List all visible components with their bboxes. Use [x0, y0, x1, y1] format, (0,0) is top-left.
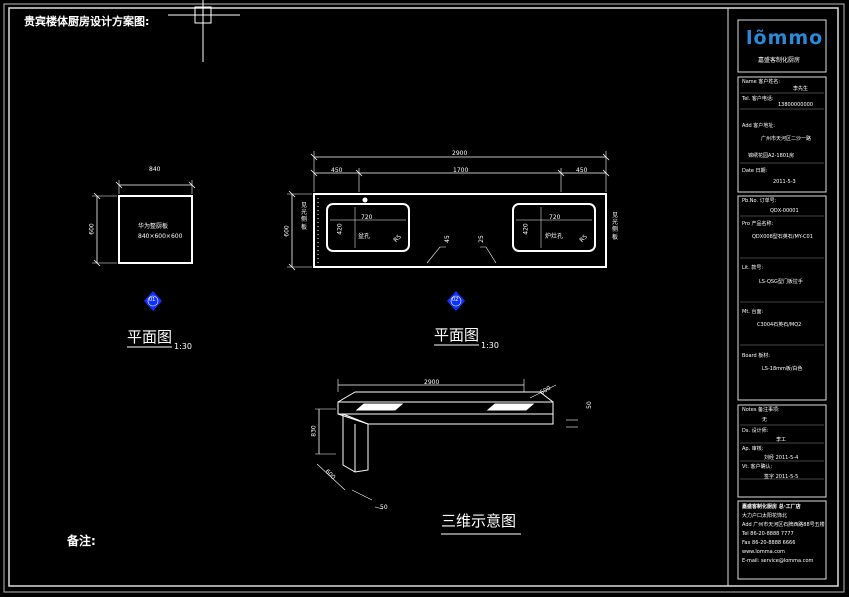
sink-left-width: 720 [361, 214, 373, 221]
tb-countertop-label: Mt. 台面: [742, 309, 764, 315]
plan-left-scale: 1:30 [174, 342, 192, 351]
tb-date-label: Date 日期: [742, 168, 768, 174]
crosshair-cursor [168, 0, 240, 62]
tb-address-value-2: 锦绣花园A2-1801房 [748, 153, 795, 159]
plan-right-dim-total: 2900 [452, 150, 468, 157]
plan-right-dim-b: 1700 [453, 167, 469, 174]
drawing-title: 贵宾楼体厨房设计方案图: [24, 15, 150, 28]
plan-right-scale: 1:30 [481, 341, 499, 350]
plan-left-inner-text-2: 840×600×600 [138, 233, 183, 240]
tb-customer-value: 李先生 [793, 86, 809, 92]
tb-footer-5: Fax 86-20-8888 6666 [742, 540, 796, 546]
tb-confirm-label: Vt. 客户确认: [742, 464, 773, 470]
tb-footer-3: Add 广州市天河区石牌西路88号五楼 [742, 522, 825, 528]
tb-footer-4: Tel 86-20-8888 7777 [742, 531, 794, 537]
plan-left-inner-text-1: 华为整厨板 [138, 223, 169, 230]
marker-left-number: 01 [149, 297, 156, 303]
view3d-label: 三维示意图 [441, 512, 517, 530]
plan-right-dim-side: 600 [283, 225, 291, 237]
view3d-dim-side: 830 [310, 425, 318, 437]
tb-footer-6: www.lomma.com [742, 549, 785, 555]
view3d-dim-bot: 50 [380, 504, 388, 511]
tb-tel-label: Tel. 客户电话: [742, 96, 774, 102]
plan-right-side-text-right: 见光侧板 [612, 212, 619, 241]
company-name: 嘉盛客制化厨房 [758, 57, 801, 64]
tb-style-value: LS-QSG型门板拉手 [759, 279, 803, 285]
plan-right-side-text-left: 见光侧板 [301, 202, 308, 231]
tb-confirm-value: 签字 2011-5-5 [764, 474, 799, 480]
marker-left [144, 291, 162, 311]
plan-left-label: 平面图 [127, 328, 173, 346]
plan-right-label: 平面图 [434, 326, 480, 344]
plan-right-drawing [287, 151, 610, 346]
remark-label: 备注: [67, 534, 96, 548]
tb-designer-label: Ds. 设计师: [742, 428, 769, 434]
tb-product-value: QDX008型石英石/MY-C01 [752, 234, 813, 240]
sink-right-width: 720 [549, 214, 561, 221]
plan-right-dim-c: 450 [576, 167, 588, 174]
view3d-dim-h: 50 [585, 401, 593, 409]
tb-notes-label: Notes 备注事项: [742, 407, 780, 413]
tb-customer-label: Name 客户姓名: [742, 79, 781, 85]
outer-frame [3, 3, 845, 593]
marker-right [447, 291, 465, 311]
tb-board-value: LS-18mm板/白色 [762, 366, 803, 372]
tb-tel-value: 13800000000 [778, 102, 813, 108]
sink-right-height: 420 [522, 223, 530, 235]
tb-notes-value: 无 [762, 417, 768, 423]
tb-footer-7: E-mail: service@lomma.com [742, 558, 814, 564]
marker-right-number: 02 [452, 297, 459, 303]
tb-order-value: QDX-00001 [770, 208, 799, 214]
plan-left-dim-left: 600 [88, 223, 96, 235]
plan-left-dim-top: 840 [149, 166, 161, 173]
inner-frame [8, 7, 839, 587]
view3d-dim-top: 2900 [424, 379, 440, 386]
tb-date-value: 2011-5-3 [773, 179, 796, 185]
company-logo: lõmmo [746, 27, 824, 49]
tb-address-label: Add 客户地址: [742, 123, 775, 129]
tb-board-label: Board 板材: [742, 353, 770, 359]
tb-footer-2: 大力户口太阳花饰北 [742, 513, 788, 519]
tb-style-label: Lit. 款号: [742, 265, 763, 271]
tb-product-label: Pro 产品名称: [742, 221, 774, 227]
sink-right-label: 炉灶孔 [545, 233, 564, 240]
sink-left-height: 420 [336, 223, 344, 235]
title-block-grid [737, 19, 827, 580]
tb-countertop-value: C3004石英石/MQ2 [757, 322, 802, 328]
tb-footer-1: 嘉盛客制化厨房 总·工厂店 [742, 504, 801, 510]
plan-left-drawing [92, 180, 196, 348]
tb-approve-label: Ap. 审核: [742, 446, 764, 452]
plan-right-dim-a: 450 [331, 167, 343, 174]
callout-2: 25 [477, 235, 485, 243]
sink-left-label: 盆孔 [358, 233, 371, 240]
tb-approve-value: 刘经 2011-5-4 [764, 455, 799, 461]
tb-designer-value: 李工 [776, 437, 787, 443]
view3d-drawing [315, 379, 578, 535]
tb-order-label: Pb.No. 订单号: [742, 198, 777, 204]
tb-address-value-1: 广州市天河区二沙一路 [761, 136, 812, 142]
callout-1: 45 [443, 235, 451, 243]
